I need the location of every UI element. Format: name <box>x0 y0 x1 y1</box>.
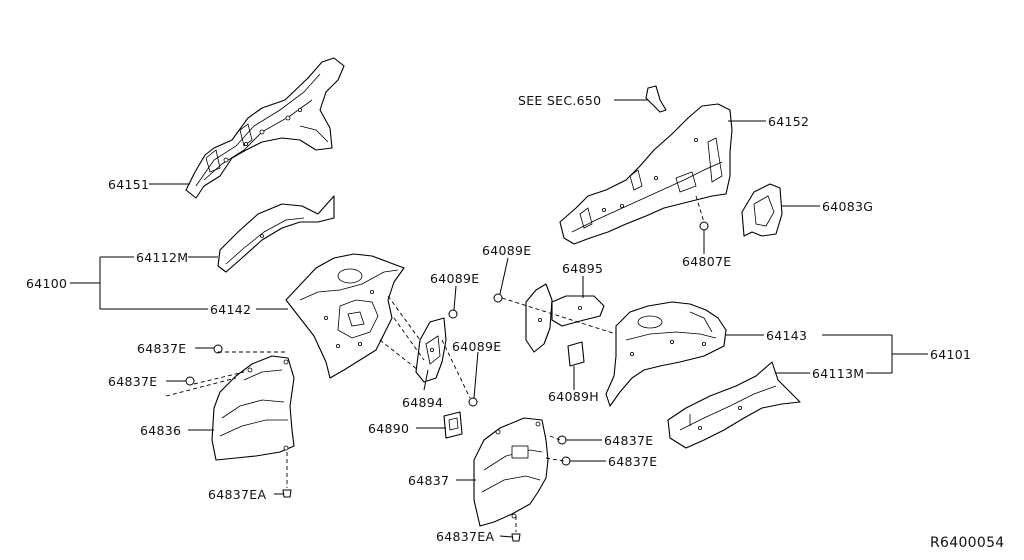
part-64152-side-member <box>559 103 733 245</box>
part-64112M-reinforcement <box>217 195 335 273</box>
nut-64807E <box>699 221 709 231</box>
label-64837E-b: 64837E <box>108 374 157 389</box>
part-64895-bracket <box>525 283 605 353</box>
part-64151-side-member <box>185 57 345 199</box>
drawing-number: R6400054 <box>930 535 1004 551</box>
part-64894-bracket <box>415 317 447 383</box>
label-64152: 64152 <box>768 114 809 129</box>
part-64836-splash-shield <box>211 355 295 461</box>
label-64894: 64894 <box>402 395 443 410</box>
label-see-sec-650: SEE SEC.650 <box>518 93 601 108</box>
label-64837E-d: 64837E <box>608 454 657 469</box>
callout-labels: 64151 64112M 64100 64142 64089E 64089E 6… <box>26 93 1004 551</box>
nut-64089E-b <box>493 293 503 303</box>
label-64089E-c: 64089E <box>452 339 501 354</box>
label-64089E-b: 64089E <box>482 243 531 258</box>
label-64890: 64890 <box>368 421 409 436</box>
label-64089E-a: 64089E <box>430 271 479 286</box>
nut-64837E-a <box>213 344 223 354</box>
label-64113M: 64113M <box>812 366 864 381</box>
assembly-lines <box>165 195 705 532</box>
label-64142: 64142 <box>210 302 251 317</box>
label-64112M: 64112M <box>136 250 188 265</box>
label-64143: 64143 <box>766 328 807 343</box>
label-64101: 64101 <box>930 347 971 362</box>
label-64836: 64836 <box>140 423 181 438</box>
part-64113M-reinforcement <box>667 361 801 449</box>
part-64142-housing <box>285 253 405 379</box>
label-64151: 64151 <box>108 177 149 192</box>
label-64837E-a: 64837E <box>137 341 186 356</box>
part-64837-splash-shield <box>473 417 549 527</box>
part-64890-plate <box>443 411 463 439</box>
label-64807E: 64807E <box>682 254 731 269</box>
label-64837: 64837 <box>408 473 449 488</box>
part-sec650-clip <box>645 85 667 113</box>
bolt-64837EA-b <box>511 533 521 542</box>
bolt-64837EA-a <box>282 489 292 498</box>
part-64143-housing <box>605 301 727 407</box>
label-64895: 64895 <box>562 261 603 276</box>
nut-64089E-c <box>468 397 478 407</box>
label-64837EA-a: 64837EA <box>208 487 266 502</box>
label-64083G: 64083G <box>822 199 873 214</box>
label-64100: 64100 <box>26 276 67 291</box>
part-64083G-pad <box>741 183 783 237</box>
label-64089H: 64089H <box>548 389 599 404</box>
leader-lines <box>70 99 928 538</box>
nut-64837E-b <box>185 376 195 386</box>
part-64089H-pad <box>567 341 585 367</box>
label-64837EA-b: 64837EA <box>436 529 494 544</box>
label-64837E-c: 64837E <box>604 433 653 448</box>
nut-64089E-a <box>448 309 458 319</box>
